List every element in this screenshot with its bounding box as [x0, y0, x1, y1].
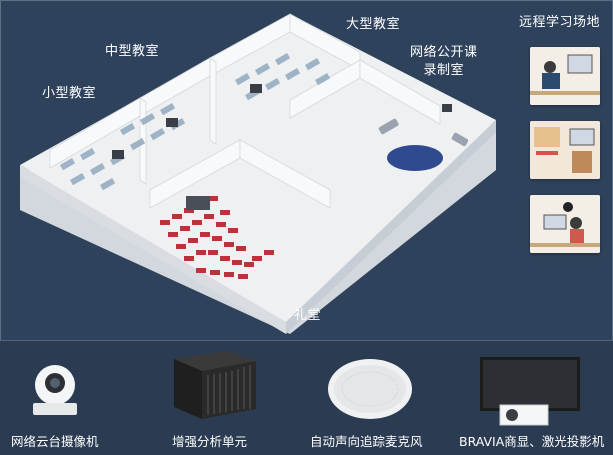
recording-room-rug: [387, 145, 443, 171]
room-label-small: 小型教室: [42, 86, 97, 101]
product-label-microphone: 自动声向追踪麦克风: [310, 434, 423, 449]
floor-edge-left: [20, 165, 286, 334]
analysis-unit-icon: [174, 351, 256, 419]
student-desk-illustration: [530, 47, 600, 105]
product-strip: 网络云台摄像机 增强分析单元 自动声向追踪麦克风 BRAVIA商显、激光投影机: [0, 340, 613, 455]
room-label-auditorium: 礼堂: [294, 308, 322, 323]
ceiling-microphone-icon: [328, 359, 412, 419]
ptz-camera-icon: [33, 365, 77, 415]
product-label-analysis-unit: 增强分析单元: [172, 434, 248, 449]
remote-learning-photo-2: [530, 121, 600, 179]
campus-illustration: 小型教室 中型教室 大型教室 网络公开课 录制室 礼堂 远程学习场地: [20, 13, 601, 334]
room-label-medium: 中型教室: [105, 44, 160, 59]
display-projector-icon: [480, 357, 580, 426]
auditorium-seats: [160, 196, 274, 279]
room-screens: [112, 84, 452, 159]
auditorium-screen: [186, 196, 210, 210]
room-label-open-course-line2: 录制室: [423, 63, 465, 78]
recording-room-sofas: [378, 118, 469, 147]
small-classroom-desks: [59, 148, 126, 191]
product-label-display-projector: BRAVIA商显、激光投影机: [459, 434, 605, 449]
floor-edge-right: [286, 120, 496, 334]
walls: [49, 13, 441, 209]
study-shelf-illustration: [530, 121, 600, 179]
remote-learning-photo-1: [530, 47, 600, 105]
home-study-illustration: [530, 195, 600, 253]
product-label-camera: 网络云台摄像机: [11, 434, 99, 449]
room-label-open-course: 网络公开课 录制室: [410, 44, 478, 80]
room-label-remote: 远程学习场地: [519, 15, 601, 30]
isometric-floorplan: [20, 13, 496, 334]
room-label-open-course-line1: 网络公开课: [410, 45, 478, 60]
remote-learning-photo-3: [530, 195, 600, 253]
room-label-large: 大型教室: [346, 17, 401, 32]
